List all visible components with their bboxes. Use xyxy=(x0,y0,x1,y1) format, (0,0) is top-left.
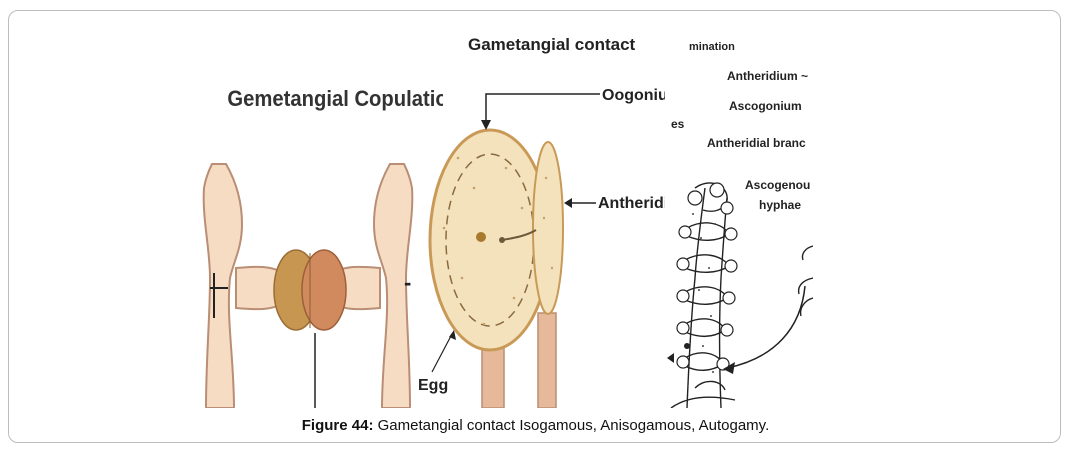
oogonium-pointer xyxy=(486,94,600,124)
antheridium xyxy=(533,142,563,314)
egg-pointer xyxy=(432,334,452,372)
right-gametangium xyxy=(302,250,346,330)
autogamy-illustration: mination Antheridium ~ Ascogonium es Ant… xyxy=(665,28,813,408)
autogamy-antheridium-label: Antheridium ~ xyxy=(727,69,808,83)
ascogenous-label-line2: hyphae xyxy=(759,198,801,212)
isogamous-title: Gemetangial Copulation xyxy=(227,87,443,111)
es-label: es xyxy=(671,117,685,131)
autogamy-panel: mination Antheridium ~ Ascogonium es Ant… xyxy=(665,28,813,408)
curved-arrow xyxy=(727,286,805,368)
ascogonium-label: Ascogonium xyxy=(729,99,802,113)
antheridium-arrowhead xyxy=(564,198,572,208)
mination-label: mination xyxy=(689,41,735,53)
isogamous-panel: Gemetangial Copulation - xyxy=(198,28,443,408)
antheridium-stalk xyxy=(538,313,556,408)
oogonium-stalk xyxy=(482,348,504,408)
egg-label: Egg xyxy=(418,377,448,394)
egg-nucleus xyxy=(476,232,486,242)
oogonium-arrowhead xyxy=(481,120,491,130)
isogamous-illustration: Gemetangial Copulation - xyxy=(198,28,443,408)
dark-cell xyxy=(684,343,690,349)
caption-text: Gametangial contact Isogamous, Anisogamo… xyxy=(373,417,769,434)
oogonium xyxy=(430,130,550,350)
minus-sign: - xyxy=(404,270,411,295)
tube-tip xyxy=(499,237,505,243)
coil-speckles xyxy=(692,213,716,373)
figure-caption: Figure 44: Gametangial contact Isogamous… xyxy=(0,417,1071,434)
anisogamous-title: Gametangial contact xyxy=(468,35,636,54)
ascogenous-label-line1: Ascogenou xyxy=(745,178,810,192)
caption-label: Figure 44: xyxy=(302,417,374,434)
small-left-arrow xyxy=(667,353,674,363)
antheridial-branch-label: Antheridial branc xyxy=(707,136,806,150)
